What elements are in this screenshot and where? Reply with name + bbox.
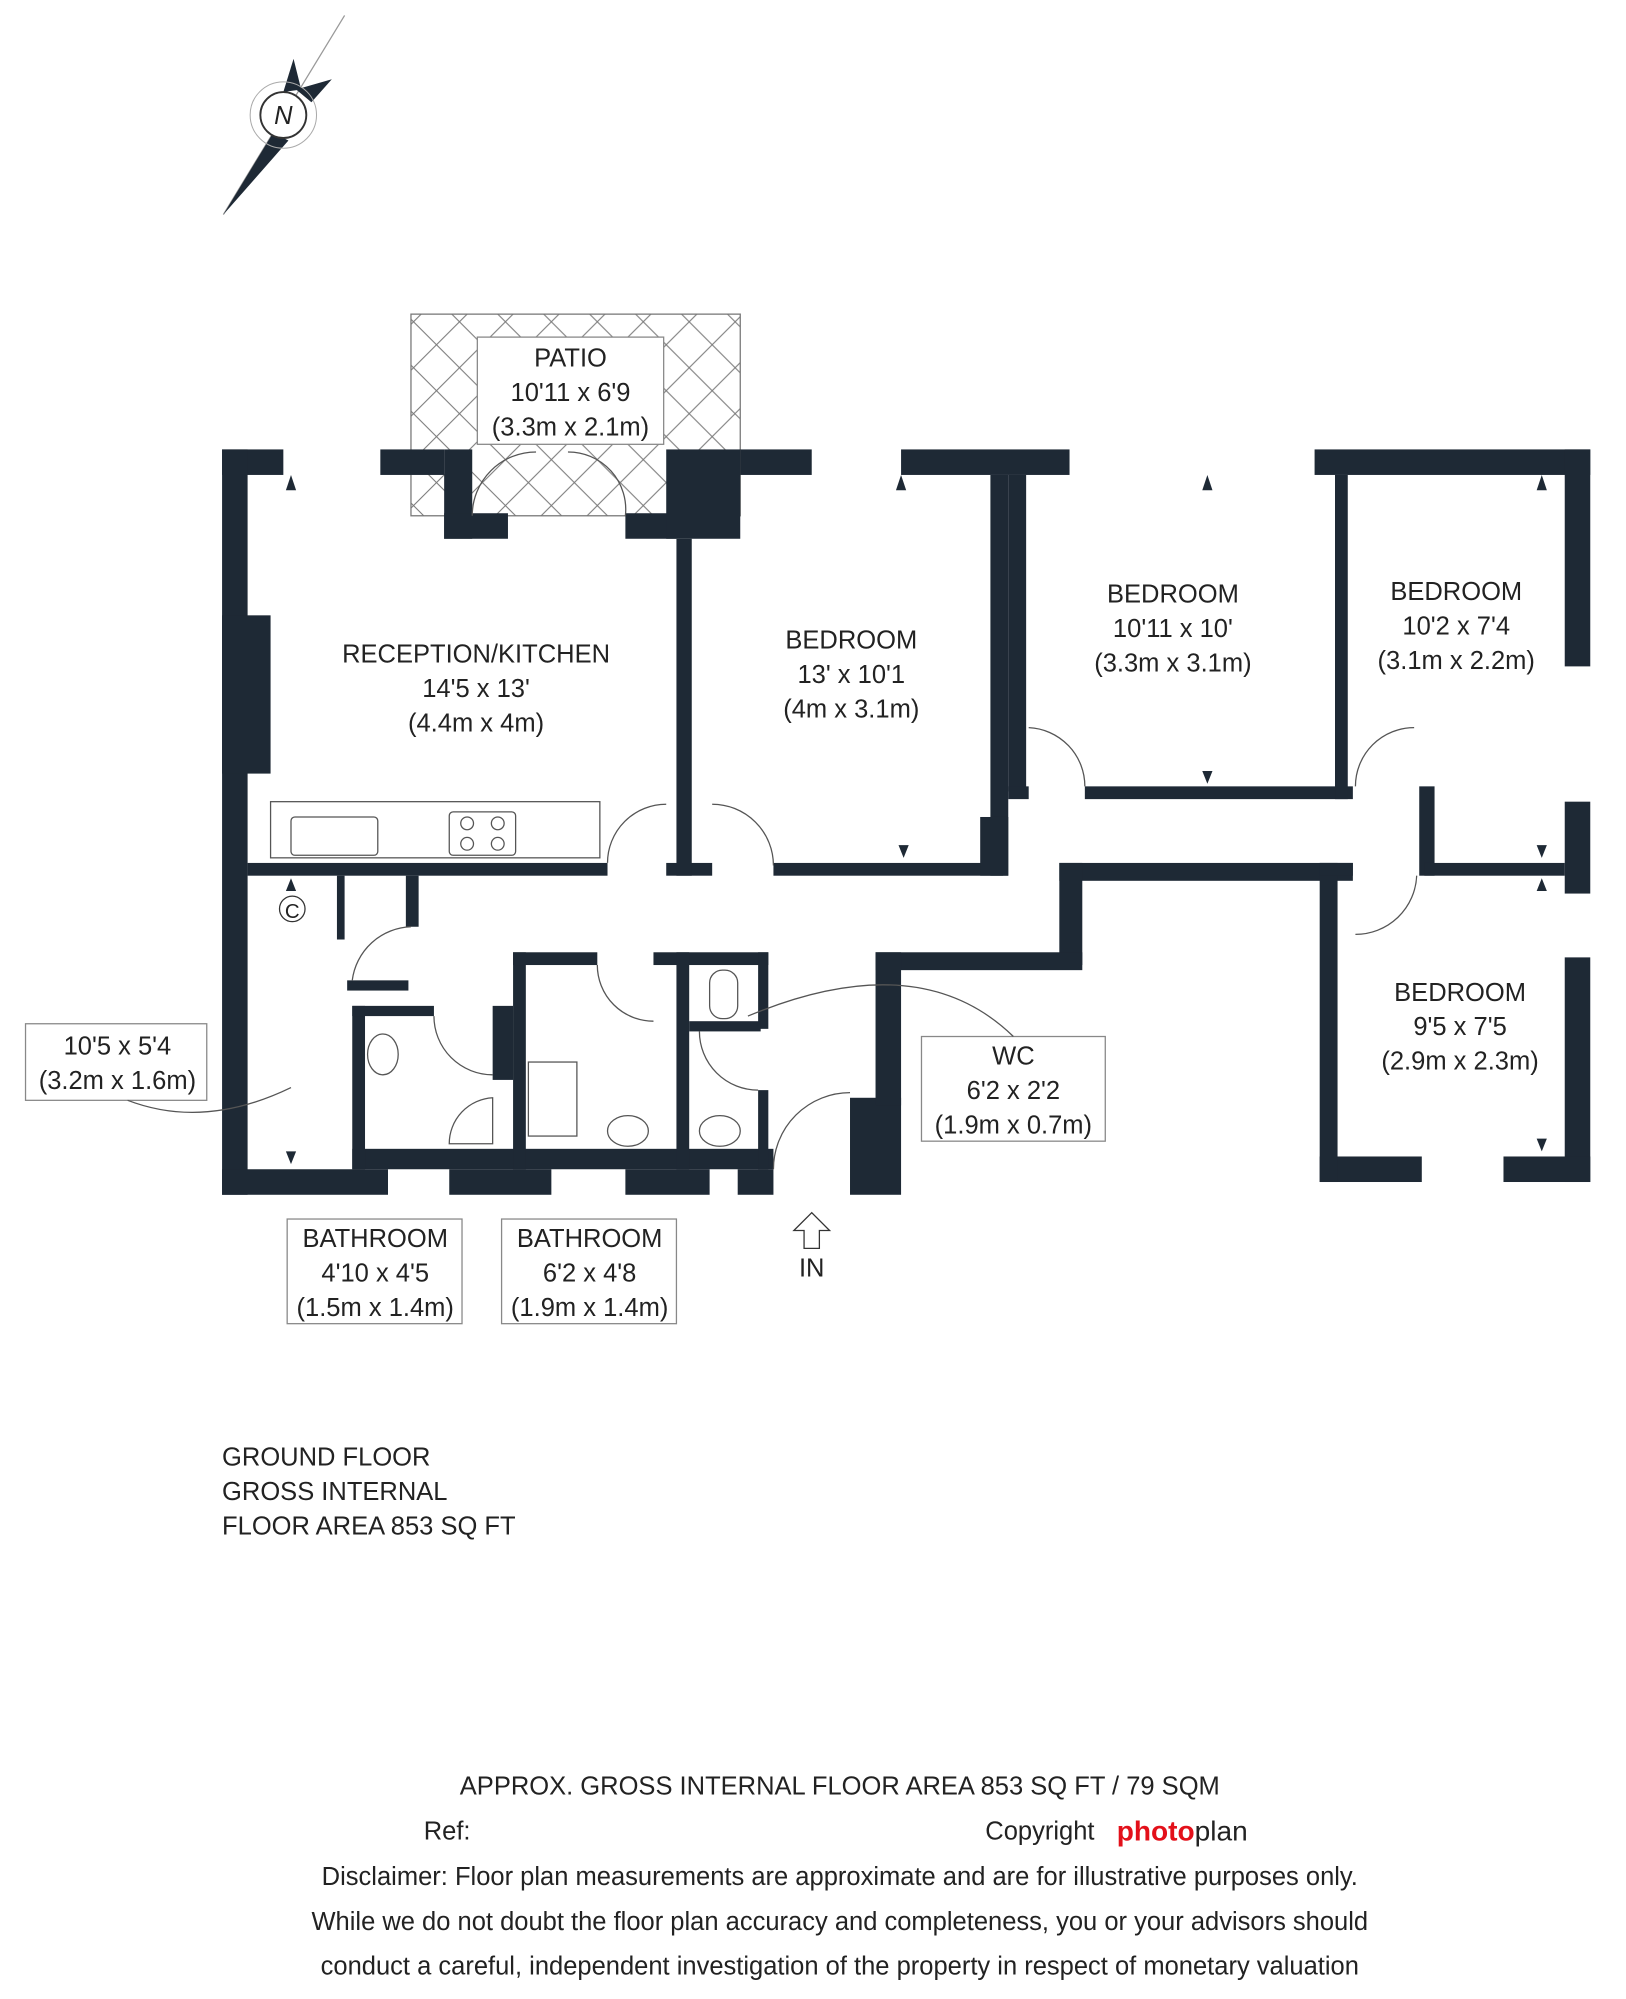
bedroom1-metric: (4m x 3.1m): [783, 695, 919, 723]
floor-summary-line-3: FLOOR AREA 853 SQ FT: [222, 1512, 516, 1540]
toilet-icon: [708, 969, 739, 1020]
disclaimer-line-2: While we do not doubt the floor plan acc…: [311, 1908, 1368, 1936]
bathroom2-imperial: 6'2 x 4'8: [543, 1260, 636, 1288]
toilet-icon: [606, 1115, 649, 1147]
basin-icon: [366, 1033, 399, 1076]
cupboard-marker: [278, 895, 306, 923]
compass-north-label: N: [274, 102, 293, 130]
bedroom2-name: BEDROOM: [1107, 581, 1239, 609]
hall-imperial: 10'5 x 5'4: [64, 1032, 172, 1060]
footer-ref: Ref:: [424, 1817, 471, 1845]
sink-icon: [290, 816, 379, 856]
bedroom2-metric: (3.3m x 3.1m): [1094, 649, 1251, 677]
bathroom1-label-box: [286, 1218, 463, 1325]
wc-label-box: [920, 1035, 1106, 1142]
patio-name: PATIO: [534, 344, 607, 372]
bathroom1-name: BATHROOM: [302, 1225, 448, 1253]
bedroom3-imperial: 10'2 x 7'4: [1402, 612, 1510, 640]
wc-metric: (1.9m x 0.7m): [935, 1112, 1092, 1140]
disclaimer-line-1: Disclaimer: Floor plan measurements are …: [322, 1863, 1358, 1891]
patio-metric: (3.3m x 2.1m): [492, 413, 649, 441]
entrance-label: IN: [799, 1254, 825, 1282]
bathroom2-label-box: [500, 1218, 678, 1325]
floor-summary-line-2: GROSS INTERNAL: [222, 1478, 447, 1506]
patio-imperial: 10'11 x 6'9: [511, 379, 631, 407]
entrance-arrow-icon: [792, 1211, 832, 1250]
bathroom2-name: BATHROOM: [517, 1225, 663, 1253]
reception-metric: (4.4m x 4m): [408, 709, 544, 737]
bedroom4-imperial: 9'5 x 7'5: [1413, 1013, 1506, 1041]
bedroom3-metric: (3.1m x 2.2m): [1378, 647, 1535, 675]
cupboard-label: C: [285, 901, 300, 923]
wc-name: WC: [992, 1043, 1035, 1071]
hall-leader-line: [127, 1086, 292, 1113]
bathroom1-imperial: 4'10 x 4'5: [321, 1260, 429, 1288]
hob-icon: [448, 811, 517, 856]
bedroom1-imperial: 13' x 10'1: [797, 661, 905, 689]
photoplan-logo: photoplan: [1117, 1816, 1248, 1847]
footer-area: APPROX. GROSS INTERNAL FLOOR AREA 853 SQ…: [460, 1773, 1220, 1801]
reception-imperial: 14'5 x 13': [422, 675, 530, 703]
kitchen-counter: [269, 801, 601, 859]
dimension-arrows: [285, 474, 1547, 1165]
bedroom4-name: BEDROOM: [1394, 979, 1526, 1007]
bedroom3-name: BEDROOM: [1390, 578, 1522, 606]
wc-leader-line: [747, 984, 1014, 1037]
bathroom1-metric: (1.5m x 1.4m): [297, 1294, 454, 1322]
shower-icon: [448, 1097, 494, 1145]
walls: [222, 449, 1591, 1195]
disclaimer-line-3: conduct a careful, independent investiga…: [321, 1953, 1359, 1981]
basin-icon: [698, 1115, 741, 1147]
reception-name: RECEPTION/KITCHEN: [342, 641, 610, 669]
bedroom2-imperial: 10'11 x 10': [1113, 615, 1233, 643]
floor-summary-line-1: GROUND FLOOR: [222, 1443, 430, 1471]
hall-metric: (3.2m x 1.6m): [39, 1067, 196, 1095]
hall-label-box: [24, 1023, 208, 1101]
footer-copyright: Copyright: [985, 1817, 1094, 1845]
bedroom1-name: BEDROOM: [785, 627, 917, 655]
patio-label-box: [476, 336, 665, 445]
shower-tray-icon: [527, 1061, 578, 1137]
door-swings: [351, 451, 1418, 1170]
bedroom4-metric: (2.9m x 2.3m): [1381, 1048, 1538, 1076]
bathroom-fixtures: [366, 969, 741, 1147]
bathroom2-metric: (1.9m x 1.4m): [511, 1294, 668, 1322]
wc-imperial: 6'2 x 2'2: [967, 1077, 1060, 1105]
compass-icon: N: [222, 15, 346, 215]
